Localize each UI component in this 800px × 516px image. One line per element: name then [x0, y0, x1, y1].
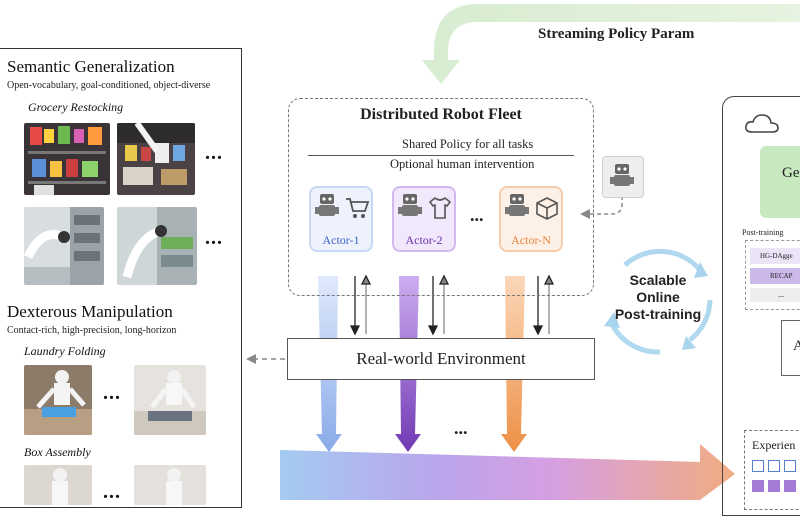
- semantic-subtitle: Open-vocabulary, goal-conditioned, objec…: [7, 80, 211, 91]
- green-module: [760, 146, 800, 218]
- cart-icon: [346, 198, 370, 218]
- dexterous-subtitle: Contact-rich, high-precision, long-horiz…: [7, 325, 177, 336]
- robot-fleet-box: [288, 98, 594, 296]
- external-robot-icon: [610, 164, 634, 186]
- actor-2-card: [392, 186, 456, 252]
- actor-2-label: Actor-2: [405, 233, 443, 247]
- big-flow-arrow: [280, 444, 735, 500]
- box-icon: [536, 197, 558, 220]
- fleet-divider: [308, 155, 574, 156]
- bottom-ellipsis: ...: [454, 418, 468, 438]
- box-thumb-1: [24, 465, 92, 505]
- box-thumb-2: [134, 465, 206, 505]
- fleet-title: Distributed Robot Fleet: [360, 106, 522, 123]
- laundry-thumb-1: [24, 365, 92, 435]
- scalable-online-posttraining: Scalable Online Post-training: [606, 272, 710, 323]
- experience-label: Experien: [752, 438, 796, 452]
- grocery-thumb-4: [117, 207, 197, 285]
- laundry-thumb-2: [134, 365, 206, 435]
- fleet-shared-policy: Shared Policy for all tasks: [402, 137, 534, 151]
- grocery-ellipsis-2: ...: [205, 227, 223, 249]
- method-more-label: ...: [778, 290, 784, 299]
- dexterous-title: Dexterous Manipulation: [7, 302, 173, 321]
- streaming-banner-arrow: [422, 4, 800, 84]
- cycle-line-3: Post-training: [614, 306, 702, 322]
- method-recap: RECAP: [750, 268, 800, 284]
- streaming-policy-label: Streaming Policy Param: [538, 26, 695, 42]
- grocery-thumb-3: [24, 207, 104, 285]
- grocery-task-title: Grocery Restocking: [28, 100, 124, 114]
- method-more: ...: [750, 288, 800, 302]
- laundry-task-title: Laundry Folding: [24, 344, 106, 358]
- cycle-line-2: Online: [636, 289, 680, 305]
- method-hg-dagger-label: HG-DAgge: [760, 252, 793, 260]
- flow-graphics: [246, 4, 800, 500]
- fleet-env-arrows: [349, 274, 555, 336]
- actors-ellipsis: ...: [470, 205, 484, 225]
- green-module-label: Ge: [782, 165, 800, 181]
- actor-n-label: Actor-N: [511, 233, 551, 247]
- grocery-ellipsis-1: ...: [205, 142, 223, 164]
- actor-n-card: [499, 186, 563, 252]
- robot-to-fleet-arrow: [580, 196, 623, 219]
- real-world-environment-box: Real-world Environment: [287, 338, 595, 380]
- cloud-icon: [745, 114, 779, 133]
- fleet-human-intervention: Optional human intervention: [390, 157, 535, 171]
- actor-1-card: [309, 186, 373, 252]
- post-training-label: Post-training: [742, 228, 784, 237]
- grocery-thumb-2: [117, 123, 195, 195]
- env-to-left-arrow: [246, 354, 285, 364]
- method-hg-dagger: HG-DAgge: [750, 248, 800, 264]
- grocery-thumb-1: [24, 123, 110, 195]
- actor-1-robot-icon: [315, 194, 339, 216]
- right-mid-label: A: [793, 338, 800, 354]
- method-list-box: [745, 240, 800, 310]
- laundry-ellipsis: ...: [103, 382, 121, 404]
- box-task-title: Box Assembly: [24, 445, 91, 459]
- method-recap-label: RECAP: [770, 272, 793, 280]
- actor-1-label: Actor-1: [322, 233, 360, 247]
- right-mid-box: [781, 320, 800, 376]
- cycle-line-1: Scalable: [629, 272, 687, 288]
- shirt-icon: [428, 196, 452, 219]
- actor-2-robot-icon: [398, 194, 422, 216]
- box-ellipsis: ...: [103, 481, 121, 503]
- actor-n-robot-icon: [505, 194, 529, 216]
- environment-label: Real-world Environment: [356, 349, 526, 368]
- semantic-title: Semantic Generalization: [7, 57, 175, 76]
